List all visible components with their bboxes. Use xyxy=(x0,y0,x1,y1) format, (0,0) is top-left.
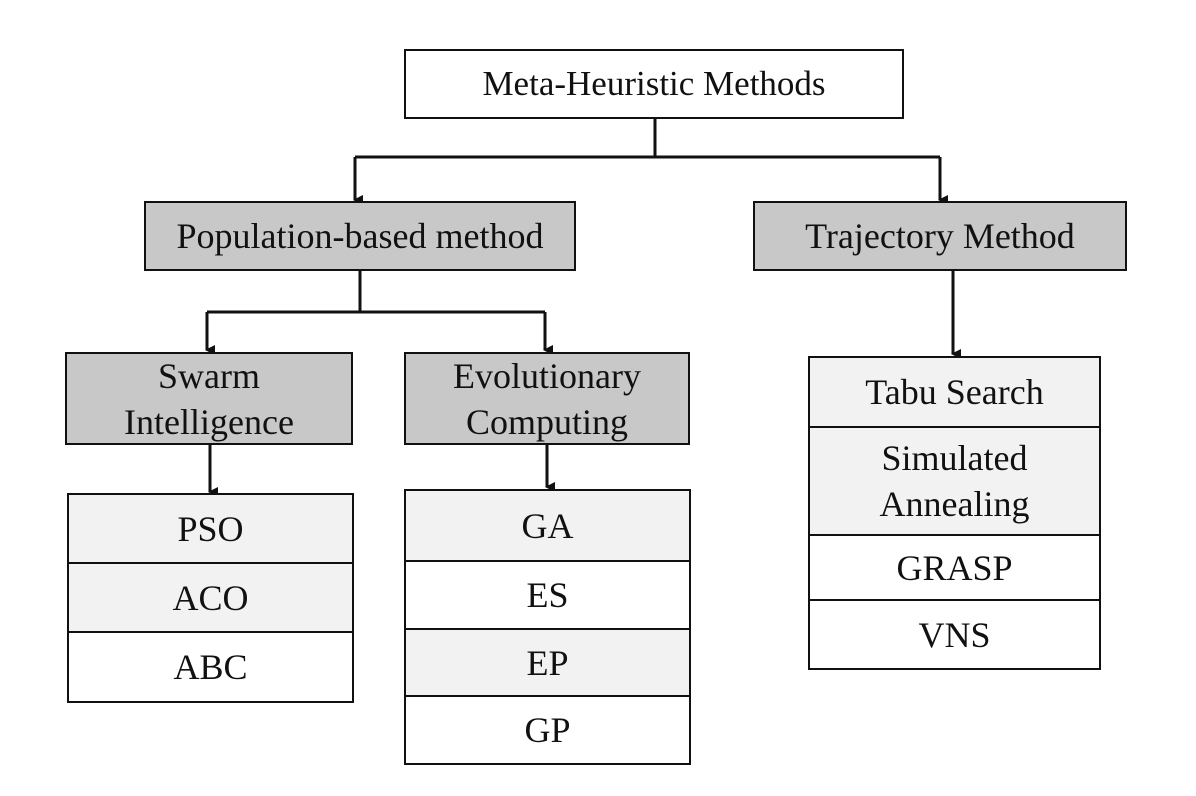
trajectory-item-simulated-annealing: Simulated Annealing xyxy=(808,426,1101,536)
swarm-label-line2: Intelligence xyxy=(124,401,294,442)
evolutionary-item-label: GA xyxy=(521,505,574,546)
trajectory-node: Trajectory Method xyxy=(753,201,1127,271)
population-connector xyxy=(207,270,545,314)
trajectory-item-label: Tabu Search xyxy=(865,372,1044,412)
trajectory-item-label: GRASP xyxy=(896,547,1013,588)
swarm-item-label: ACO xyxy=(172,577,249,618)
evolutionary-label-line1: Evolutionary xyxy=(453,355,641,396)
evolutionary-node: Evolutionary Computing xyxy=(404,352,690,445)
trajectory-item-label-line2: Annealing xyxy=(879,484,1030,524)
swarm-item-pso: PSO xyxy=(67,493,354,564)
root-connector xyxy=(355,118,940,159)
evolutionary-item-label: EP xyxy=(526,642,569,683)
population-label: Population-based method xyxy=(176,216,544,256)
evolutionary-label-line2: Computing xyxy=(465,401,629,442)
swarm-item-aco: ACO xyxy=(67,562,354,633)
evolutionary-item-es: ES xyxy=(404,560,691,630)
trajectory-item-vns: VNS xyxy=(808,599,1101,670)
population-node: Population-based method xyxy=(144,201,576,271)
swarm-label-line1: Swarm xyxy=(158,355,260,396)
evolutionary-item-label: GP xyxy=(524,710,571,750)
swarm-item-label: ABC xyxy=(173,647,248,687)
evolutionary-item-ep: EP xyxy=(404,628,691,697)
swarm-item-abc: ABC xyxy=(67,631,354,703)
trajectory-label: Trajectory Method xyxy=(805,216,1075,256)
trajectory-item-label: VNS xyxy=(918,614,991,655)
evolutionary-item-gp: GP xyxy=(404,695,691,765)
trajectory-item-grasp: GRASP xyxy=(808,534,1101,601)
root-label: Meta-Heuristic Methods xyxy=(482,64,826,103)
swarm-item-label: PSO xyxy=(177,508,244,549)
evolutionary-item-ga: GA xyxy=(404,489,691,562)
trajectory-item-tabu: Tabu Search xyxy=(808,356,1101,428)
trajectory-item-label-line1: Simulated xyxy=(881,438,1028,478)
swarm-node: Swarm Intelligence xyxy=(65,352,353,445)
root-node: Meta-Heuristic Methods xyxy=(404,49,904,119)
evolutionary-item-label: ES xyxy=(526,575,569,615)
